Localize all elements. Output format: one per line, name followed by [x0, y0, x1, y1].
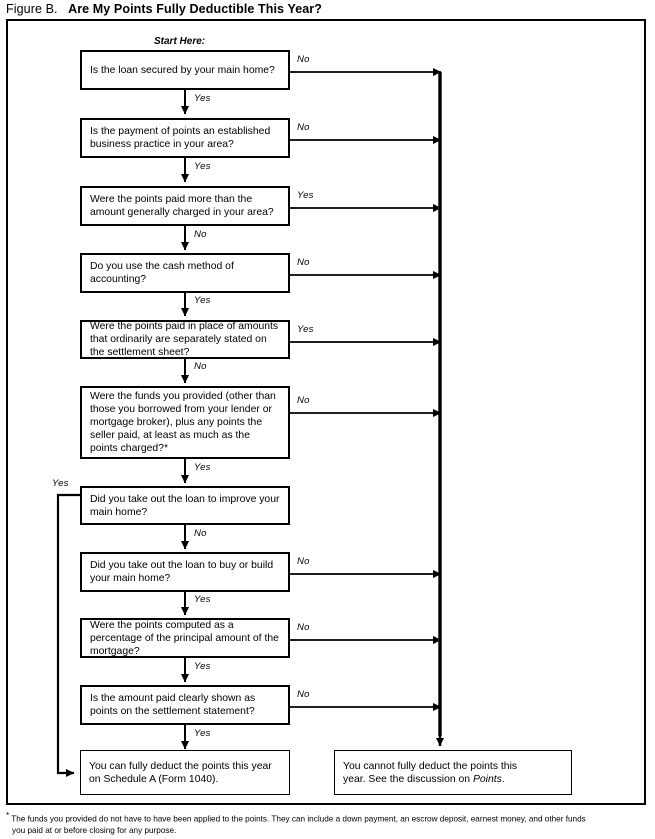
- edge-label-q7-no: No: [194, 528, 207, 539]
- decision-text-q6: Were the funds you provided (other than …: [90, 391, 276, 454]
- branch-q7-left-return: [56, 493, 80, 778]
- terminal-box-fully-deductible[interactable]: You can fully deduct the points this yea…: [80, 750, 290, 795]
- edge-label-q9-no: No: [297, 622, 310, 633]
- terminal-yes-line1: You can fully deduct the points this yea…: [89, 760, 272, 772]
- edge-label-q9-yes: Yes: [194, 661, 211, 672]
- decision-box-q7[interactable]: Did you take out the loan to improve you…: [80, 486, 290, 525]
- edge-label-q2-yes: Yes: [194, 161, 211, 172]
- decision-box-q6[interactable]: Were the funds you provided (other than …: [80, 386, 290, 459]
- decision-box-q10[interactable]: Is the amount paid clearly shown as poin…: [80, 685, 290, 725]
- decision-text-q10: Is the amount paid clearly shown as poin…: [90, 693, 256, 717]
- edge-label-q3-no: No: [194, 229, 207, 240]
- edge-label-q4-no: No: [297, 257, 310, 268]
- edge-label-q7-yes: Yes: [52, 478, 69, 489]
- decision-box-q2[interactable]: Is the payment of points an established …: [80, 118, 290, 158]
- terminal-yes-line2: on Schedule A (Form 1040).: [89, 773, 219, 785]
- decision-text-q5: Were the points paid in place of amounts…: [90, 321, 279, 358]
- footnote: *The funds you provided do not have to h…: [6, 810, 648, 836]
- terminal-no-line2-pre: year. See the discussion on: [343, 773, 473, 785]
- decision-box-q9[interactable]: Were the points computed as a percentage…: [80, 618, 290, 658]
- edge-label-q6-no: No: [297, 395, 310, 406]
- start-here-label: Start Here:: [154, 36, 206, 47]
- footnote-marker: *: [6, 811, 10, 820]
- flowchart-connectors: [56, 67, 445, 778]
- terminal-no-line2-emphasis: Points: [472, 773, 502, 785]
- edge-label-q4-yes: Yes: [194, 295, 211, 306]
- flowchart-canvas: Start Here: Is the loan secured by your …: [8, 21, 644, 803]
- footnote-line1: The funds you provided do not have to ha…: [11, 814, 586, 824]
- edge-label-q8-no: No: [297, 556, 310, 567]
- figure-number: Figure B.: [6, 2, 58, 16]
- edge-label-q3-yes: Yes: [297, 190, 314, 201]
- terminal-text-not-deductible: You cannot fully deduct the points this …: [343, 760, 517, 786]
- decision-box-q4[interactable]: Do you use the cash method of accounting…: [80, 253, 290, 293]
- decision-box-q5[interactable]: Were the points paid in place of amounts…: [80, 320, 290, 359]
- figure-title-bar: Figure B. Are My Points Fully Deductible…: [6, 0, 646, 19]
- edge-label-q5-yes: Yes: [297, 324, 314, 335]
- terminal-text-fully-deductible: You can fully deduct the points this yea…: [89, 760, 272, 786]
- terminal-box-not-deductible[interactable]: You cannot fully deduct the points this …: [334, 750, 572, 795]
- decision-text-q7: Did you take out the loan to improve you…: [90, 493, 280, 518]
- flowchart-frame: Start Here: Is the loan secured by your …: [6, 19, 646, 805]
- figure-heading: Are My Points Fully Deductible This Year…: [68, 2, 323, 16]
- edge-label-q8-yes: Yes: [194, 594, 211, 605]
- decision-text-q8: Did you take out the loan to buy or buil…: [90, 560, 274, 584]
- edge-label-q5-no: No: [194, 361, 207, 372]
- edge-label-q1-yes: Yes: [194, 93, 211, 104]
- footnote-line2: you paid at or before closing for any pu…: [12, 825, 177, 835]
- decision-box-q8[interactable]: Did you take out the loan to buy or buil…: [80, 552, 290, 592]
- terminal-no-line2-post: .: [501, 773, 505, 785]
- edge-label-q10-yes: Yes: [194, 728, 211, 739]
- decision-text-q1: Is the loan secured by your main home?: [90, 64, 275, 76]
- decision-text-q2: Is the payment of points an established …: [90, 126, 271, 150]
- edge-label-q2-no: No: [297, 122, 310, 133]
- edge-label-q10-no: No: [297, 689, 310, 700]
- edge-label-q1-no: No: [297, 54, 310, 65]
- edge-label-q6-yes: Yes: [194, 462, 211, 473]
- decision-text-q3: Were the points paid more than the amoun…: [90, 194, 274, 218]
- decision-box-q3[interactable]: Were the points paid more than the amoun…: [80, 186, 290, 226]
- decision-box-q1[interactable]: Is the loan secured by your main home?: [80, 50, 290, 90]
- decision-text-q4: Do you use the cash method of accounting…: [90, 261, 234, 285]
- decision-text-q9: Were the points computed as a percentage…: [90, 619, 279, 657]
- terminal-no-line1: You cannot fully deduct the points this: [343, 760, 518, 772]
